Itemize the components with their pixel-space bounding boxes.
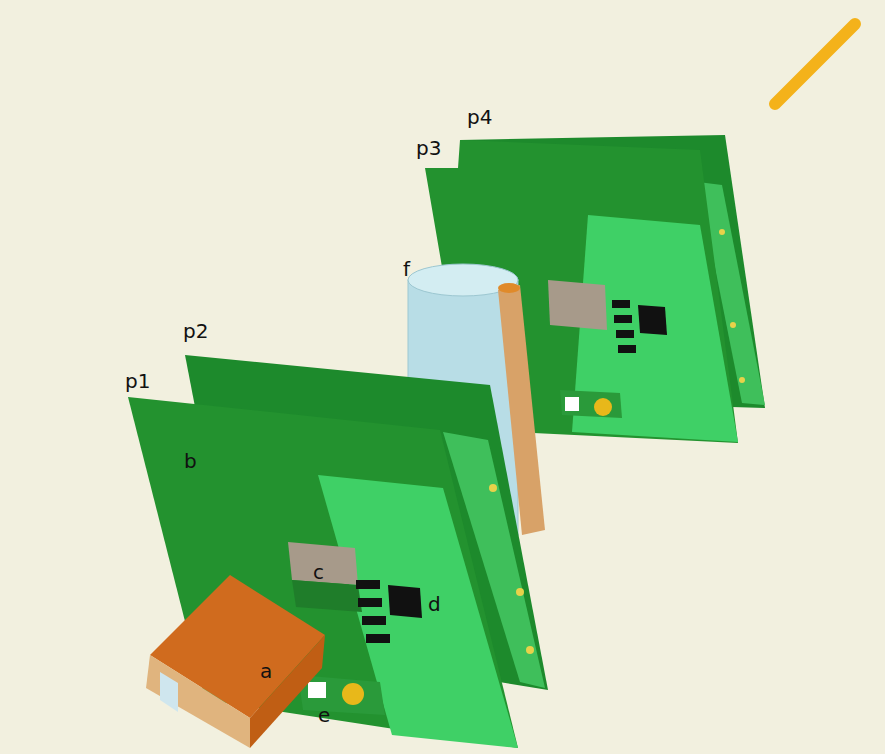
chip xyxy=(548,280,607,330)
part-label: p3 xyxy=(416,137,441,159)
part-label: d xyxy=(428,593,441,615)
part-label: e xyxy=(318,704,330,726)
part-label: p4 xyxy=(467,106,492,128)
connector xyxy=(308,682,326,698)
cube xyxy=(150,575,325,718)
pin-rod xyxy=(775,24,855,104)
part-label: a xyxy=(260,660,272,682)
chip xyxy=(288,542,358,585)
part-label: c xyxy=(313,561,324,583)
part-label: p1 xyxy=(125,370,150,392)
part-label: b xyxy=(184,450,197,472)
part-label: f xyxy=(403,258,410,280)
part-label: p2 xyxy=(183,320,208,342)
board-p1 xyxy=(128,397,518,748)
